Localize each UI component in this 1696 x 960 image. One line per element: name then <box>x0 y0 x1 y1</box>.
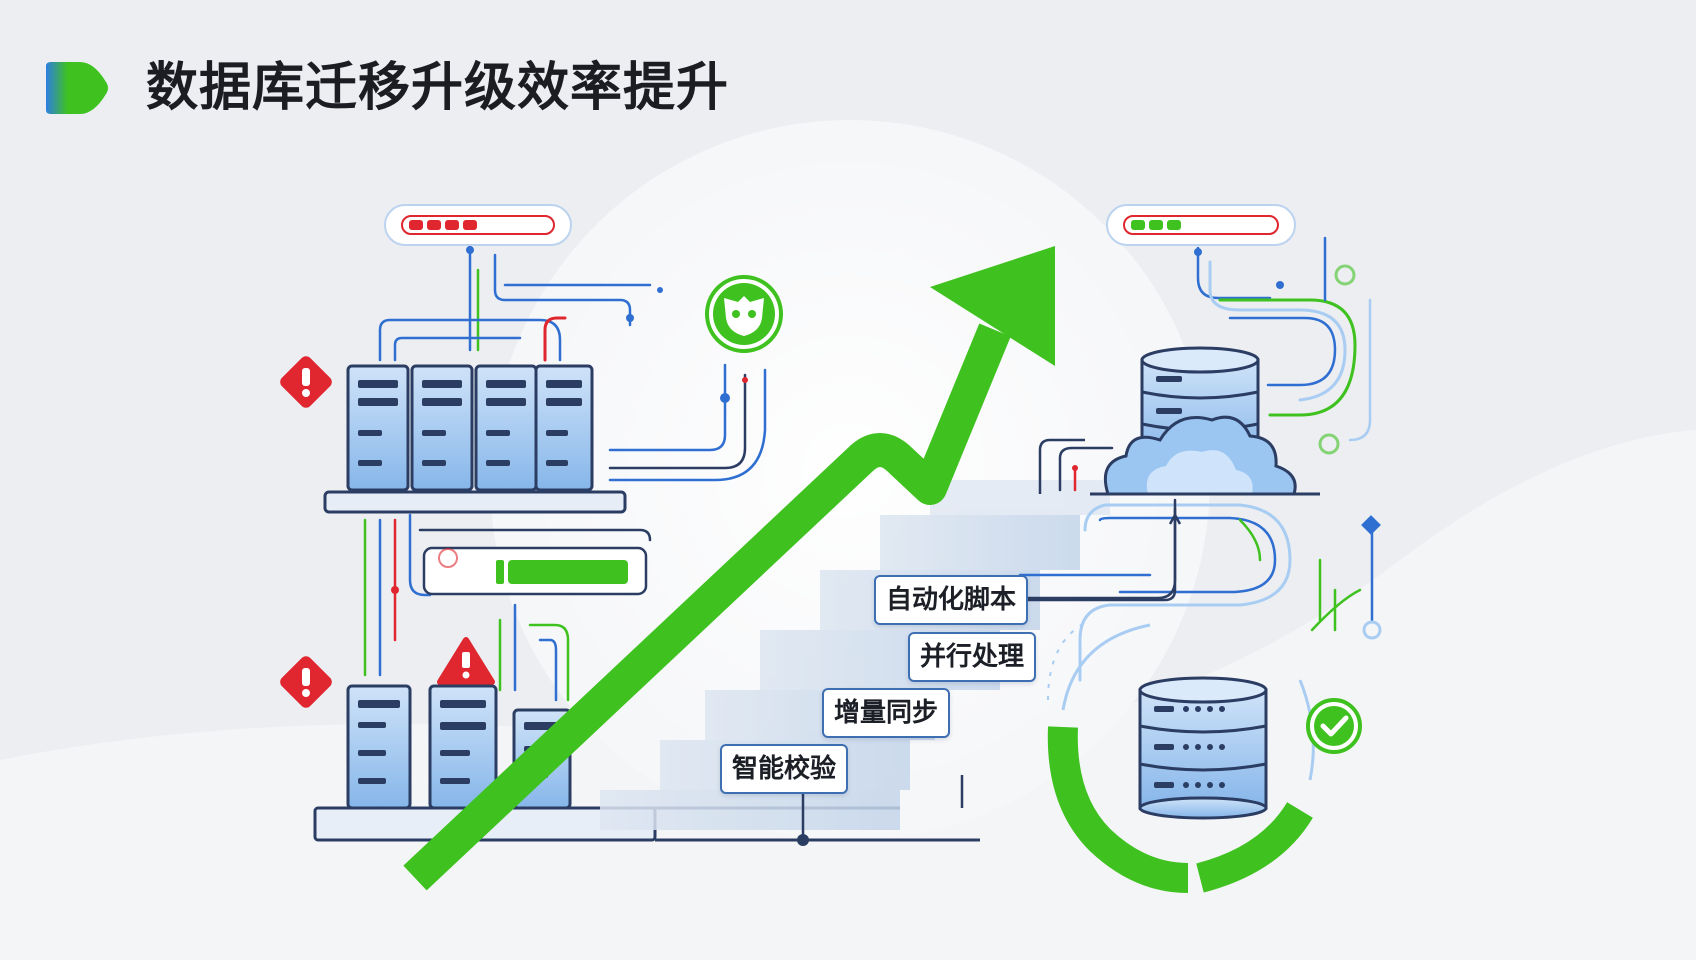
target-database <box>1047 619 1362 893</box>
server-icon <box>534 364 594 492</box>
left-progress-bar <box>384 204 572 246</box>
right-progress-bar <box>1106 204 1296 246</box>
source-server-cluster <box>323 364 627 514</box>
database-icon <box>1138 676 1268 820</box>
server-icon <box>346 364 410 492</box>
right-connectors <box>1018 236 1382 682</box>
step-label-smart-verify: 智能校验 <box>720 744 849 794</box>
robot-icon <box>705 275 783 353</box>
cloud-database <box>1038 346 1320 496</box>
cloud-icon <box>1103 415 1297 496</box>
step-label-parallel: 并行处理 <box>908 632 1037 682</box>
server-icon <box>346 684 412 810</box>
alert-triangle-icon <box>437 637 495 685</box>
warning-icon <box>280 656 332 708</box>
page-title: 数据库迁移升级效率提升 <box>146 58 730 118</box>
background <box>0 120 1696 960</box>
mid-progress-bar <box>422 546 648 596</box>
server-icon <box>474 364 538 492</box>
title-bar: 数据库迁移升级效率提升 <box>44 58 729 118</box>
left-connectors <box>363 243 767 702</box>
growth-arrow-icon <box>403 246 1055 891</box>
step-label-incremental-sync: 增量同步 <box>822 688 951 738</box>
check-icon <box>1306 698 1362 754</box>
step-connectors <box>801 508 1182 840</box>
warning-icon <box>280 356 332 408</box>
logo-icon <box>46 62 108 114</box>
step-label-automation: 自动化脚本 <box>874 575 1029 625</box>
server-icon <box>410 364 474 492</box>
